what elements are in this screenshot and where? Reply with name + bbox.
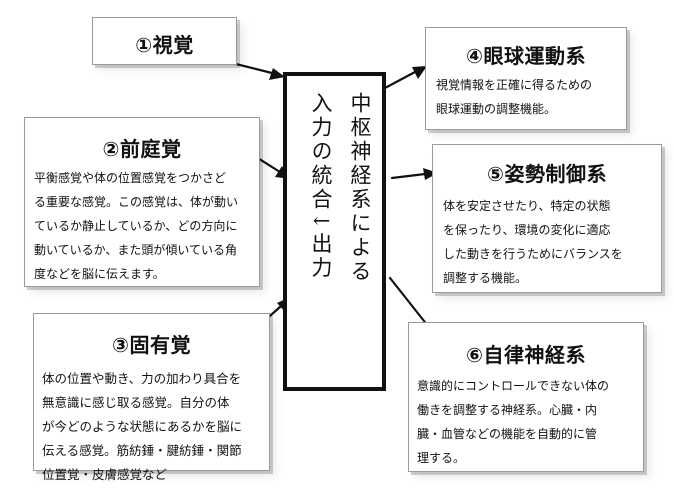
- node-autonomic-description: 意識的にコントロールできない体の 働きを調整する神経系。心臓・内 臓・血管などの…: [417, 379, 610, 465]
- central-label-line1: 中枢神経系による: [348, 92, 372, 284]
- node-visual: ①視覚: [92, 17, 237, 65]
- node-vestibular: ②前庭覚 平衡感覚や体の位置感覚をつかさど る重要な感覚。この感覚は、体が動い …: [24, 117, 260, 287]
- arrow-center-to-eye: [383, 66, 427, 90]
- node-autonomic-title: ⑥自律神経系: [466, 343, 586, 367]
- node-autonomic: ⑥自律神経系 意識的にコントロールできない体の 働きを調整する神経系。心臓・内 …: [408, 322, 644, 472]
- node-posture-control: ⑤姿勢制御系 体を安定させたり、特定の状態 を保ったり、環境の変化に適応 した動…: [432, 144, 662, 293]
- node-vestibular-description: 平衡感覚や体の位置感覚をつかさど る重要な感覚。この感覚は、体が動い ているか静…: [34, 171, 239, 281]
- node-visual-title: ①視覚: [135, 33, 194, 57]
- node-proprioception-title: ③固有覚: [112, 333, 191, 357]
- node-eye-movement-title: ④眼球運動系: [466, 44, 586, 68]
- central-label-line2: 入力の統合↓出力: [309, 92, 333, 281]
- node-proprioception: ③固有覚 体の位置や動き、力の加わり具合を 無意識に感じ取る感覚。自分の体 が今…: [33, 313, 270, 482]
- node-vestibular-title: ②前庭覚: [102, 137, 182, 161]
- central-nervous-system-box: 中枢神経系による 入力の統合↓出力: [283, 72, 386, 391]
- node-posture-control-description: 体を安定させたり、特定の状態 を保ったり、環境の変化に適応 した動きを行うために…: [443, 199, 623, 285]
- node-eye-movement: ④眼球運動系 視覚情報を正確に得るための 眼球運動の調整機能。: [425, 27, 627, 130]
- node-posture-control-title: ⑤姿勢制御系: [487, 162, 607, 186]
- node-eye-movement-description: 視覚情報を正確に得るための 眼球運動の調整機能。: [436, 78, 593, 116]
- node-proprioception-description: 体の位置や動き、力の加わり具合を 無意識に感じ取る感覚。自分の体 が今どのような…: [42, 371, 243, 482]
